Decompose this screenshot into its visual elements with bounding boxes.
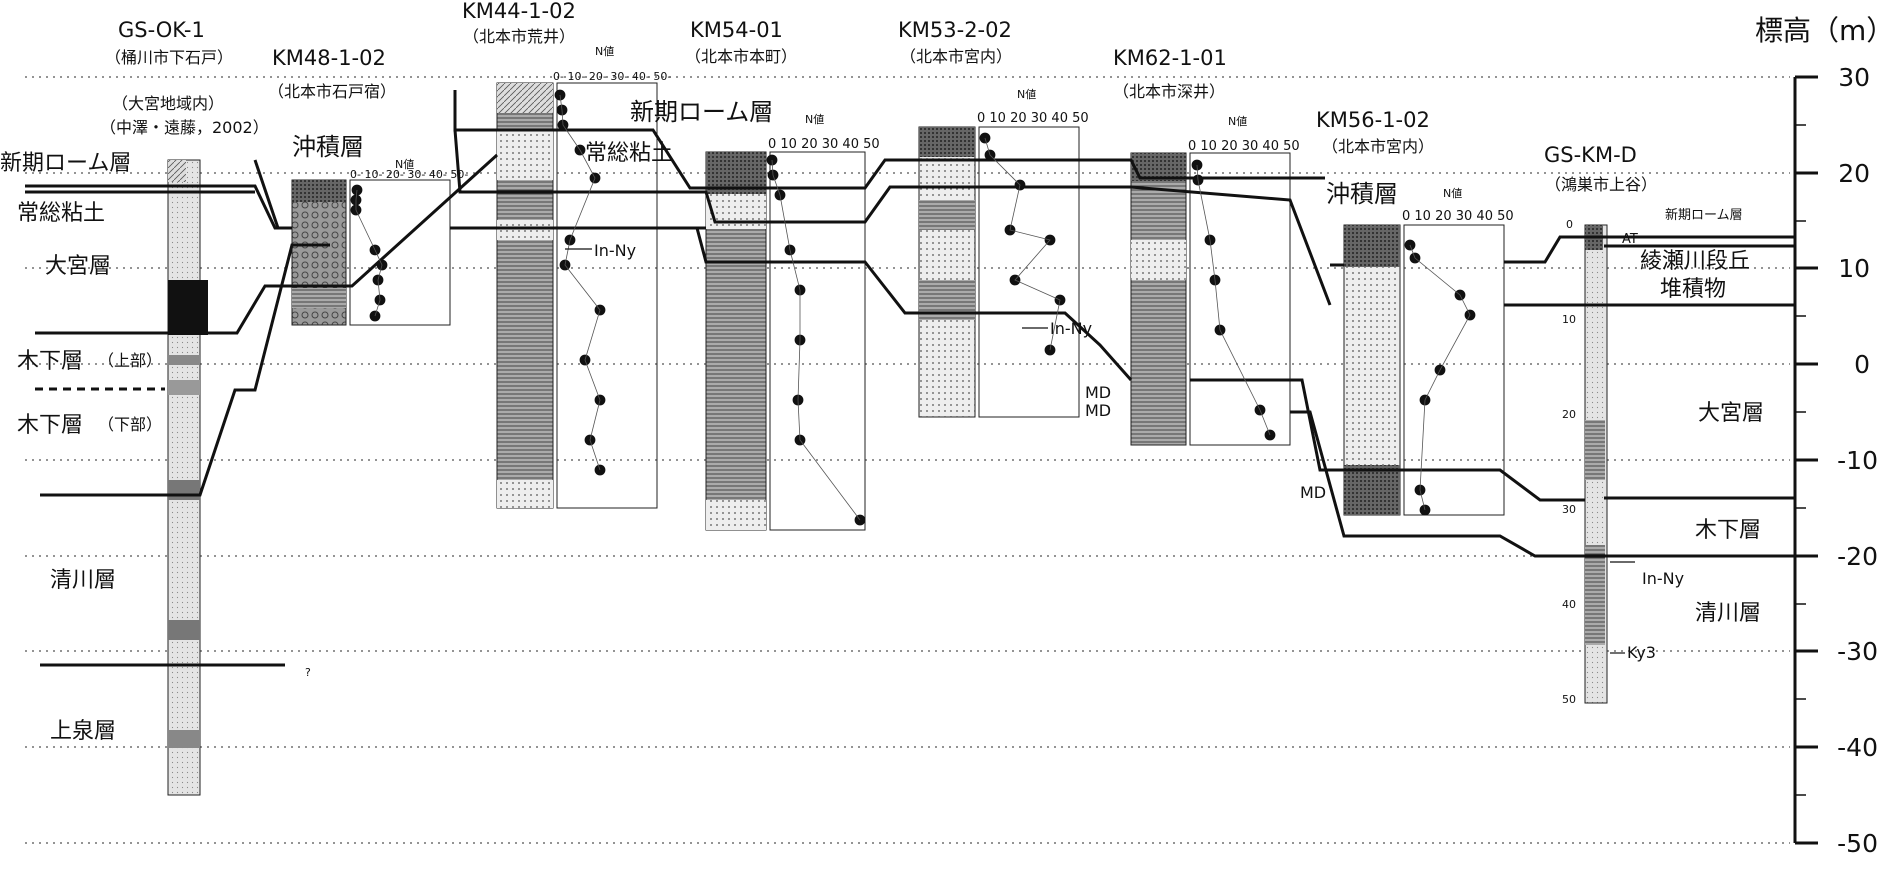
km62-location: （北本市深井） (1113, 82, 1225, 101)
in-ny-marker-km53: In-Ny (1050, 319, 1092, 338)
gs-ok-1-note1: （大宮地域内） (112, 94, 224, 113)
n-scale-km56: 0 10 20 30 40 50 (1402, 209, 1514, 224)
column-km56 (1343, 224, 1505, 516)
label-shinki-loam-right: 新期ローム層 (1665, 207, 1743, 223)
column-km62 (1130, 152, 1291, 446)
km48-location: （北本市石戸宿） (268, 82, 396, 101)
label-in-ny-right: In-Ny (1642, 569, 1684, 588)
label-kiyokawa: 清川層 (50, 568, 116, 593)
md-marker-3: MD (1300, 483, 1326, 502)
km44-name: KM44-1-02 (462, 0, 576, 23)
depth-tick-50: 50 (1562, 693, 1576, 706)
column-km53 (918, 126, 1080, 418)
depth-tick-20: 20 (1562, 408, 1576, 421)
depth-tick-10: 10 (1562, 313, 1576, 326)
mid-layer-labels: 沖積層 新期ローム層 常総粘土 沖積層 (292, 98, 1398, 208)
left-layer-labels: 新期ローム層 常総粘土 大宮層 木下層 （上部） 木下層 （下部） 清川層 上泉… (0, 151, 162, 744)
label-kamiizumi: 上泉層 (50, 719, 116, 744)
label-joso-clay: 常総粘土 (17, 201, 105, 226)
label-kiyokawa-right: 清川層 (1695, 601, 1761, 626)
n-title-km54: N値 (805, 113, 824, 126)
tick-label-0: 0 (1854, 350, 1870, 379)
km48-name: KM48-1-02 (272, 46, 386, 70)
tick-label-minus40: -40 (1837, 733, 1878, 762)
label-shinki-loam-km54: 新期ローム層 (630, 98, 773, 126)
layer-boundaries (25, 90, 1795, 667)
n-title-km53: N値 (1017, 88, 1036, 101)
column-gs-km-d (1584, 224, 1608, 704)
label-ayasegawa-2: 堆積物 (1660, 277, 1726, 302)
n-value-scales: N値 0- 10- 20- 30- 40- 50- N値 0- 10- 20- … (350, 45, 1514, 224)
gs-km-d-name: GS-KM-D (1544, 143, 1637, 167)
tick-label-minus30: -30 (1837, 637, 1878, 666)
label-omiya: 大宮層 (45, 254, 111, 279)
km62-name: KM62-1-01 (1113, 46, 1227, 70)
elevation-axis: 標高（m） 30 20 10 0 -10 -20 -30 -40 -50 (1755, 14, 1894, 858)
md-marker-2: MD (1085, 401, 1111, 420)
depth-tick-40: 40 (1562, 598, 1576, 611)
n-scale-km48: 0- 10- 20- 30- 40- 50- (350, 168, 468, 181)
label-kioroshi-right: 木下層 (1695, 518, 1761, 543)
n-scale-km54: 0 10 20 30 40 50 (768, 137, 880, 152)
column-km54 (705, 151, 866, 531)
tick-label-10: 10 (1838, 254, 1870, 283)
tick-label-30: 30 (1838, 63, 1870, 92)
n-title-km56: N値 (1443, 187, 1462, 200)
label-ky3: Ky3 (1627, 643, 1656, 662)
km53-location: （北本市宮内） (900, 47, 1012, 66)
km54-name: KM54-01 (690, 18, 783, 42)
label-alluvium-km56: 沖積層 (1326, 180, 1398, 208)
tick-label-20: 20 (1838, 159, 1870, 188)
n-title-km62: N値 (1228, 115, 1247, 128)
gs-ok-1-location: （桶川市下石戸） (105, 48, 233, 67)
borehole-headers: GS-OK-1 （桶川市下石戸） （大宮地域内） （中澤・遠藤，2002） KM… (100, 0, 1657, 194)
label-kioroshi-upper-tag: （上部） (98, 351, 162, 370)
n-title-km44: N値 (595, 45, 614, 58)
km56-location: （北本市宮内） (1322, 137, 1434, 156)
km56-name: KM56-1-02 (1316, 108, 1430, 132)
md-marker-1: MD (1085, 383, 1111, 402)
label-at: AT (1622, 232, 1638, 247)
label-kioroshi-lower: 木下層 (17, 413, 83, 438)
label-shinki-loam: 新期ローム層 (0, 151, 131, 176)
label-joso-clay-km44: 常総粘土 (585, 141, 673, 166)
gs-ok-1-note2: （中澤・遠藤，2002） (100, 118, 269, 137)
column-km48 (291, 179, 451, 326)
right-layer-labels: 新期ローム層 AT 綾瀬川段丘 堆積物 大宮層 木下層 In-Ny 清川層 Ky… (1622, 207, 1764, 662)
n-scale-km44: 0- 10- 20- 30- 40- 50- (553, 70, 671, 83)
depth-tick-30: 30 (1562, 503, 1576, 516)
label-omiya-right: 大宮層 (1698, 401, 1764, 426)
n-scale-km62: 0 10 20 30 40 50 (1188, 139, 1300, 154)
n-value-connectors (355, 94, 1471, 521)
column-gs-ok-1 (167, 159, 208, 796)
n-title-km48: N値 (395, 158, 414, 171)
km44-location: （北本市荒井） (463, 27, 575, 46)
axis-title: 標高（m） (1755, 14, 1894, 47)
question-marker: ? (305, 666, 311, 679)
elevation-gridlines (25, 76, 1790, 844)
markers: In-Ny In-Ny MD MD MD ? (305, 241, 1635, 679)
gs-ok-1-name: GS-OK-1 (118, 18, 205, 42)
label-ayasegawa-1: 綾瀬川段丘 (1640, 249, 1750, 274)
tick-label-minus20: -20 (1837, 542, 1878, 571)
depth-tick-0: 0 (1566, 218, 1573, 231)
label-kioroshi-lower-tag: （下部） (98, 415, 162, 434)
gs-km-d-location: （鴻巣市上谷） (1545, 175, 1657, 194)
label-alluvium-km48: 沖積層 (292, 133, 364, 161)
tick-label-minus50: -50 (1837, 829, 1878, 858)
tick-label-minus10: -10 (1837, 446, 1878, 475)
km53-name: KM53-2-02 (898, 18, 1012, 42)
km54-location: （北本市本町） (685, 47, 797, 66)
n-scale-km53: 0 10 20 30 40 50 (977, 111, 1089, 126)
column-km44 (496, 82, 658, 509)
label-kioroshi-upper: 木下層 (17, 349, 83, 374)
in-ny-marker-km44: In-Ny (594, 241, 636, 260)
gs-km-d-depth-scale: 0 10 20 30 40 50 (1562, 218, 1576, 706)
